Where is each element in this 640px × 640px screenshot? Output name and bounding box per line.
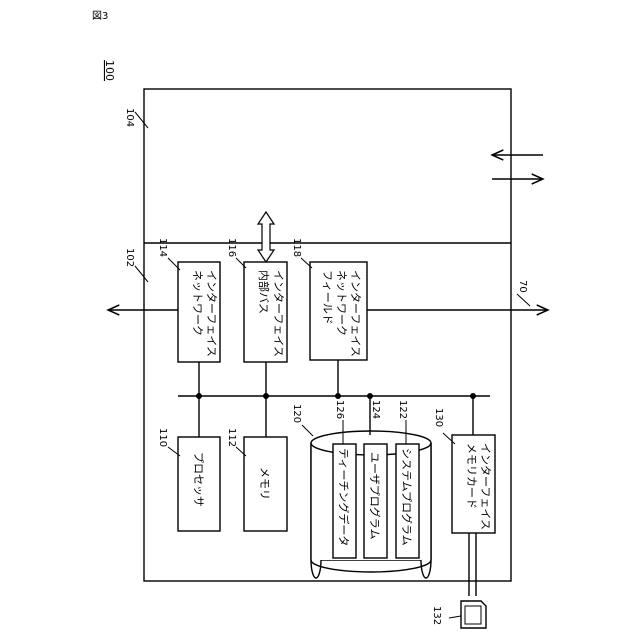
ref-130: 130 — [433, 408, 444, 427]
ref-110: 110 — [157, 428, 168, 447]
user-program-block: ユーザプログラム — [364, 444, 387, 558]
ref-132: 132 — [431, 606, 442, 625]
leader-70 — [517, 294, 530, 306]
bus-junction — [335, 393, 341, 399]
leader-102 — [135, 266, 148, 282]
ref-116: 116 — [226, 238, 237, 257]
ref-114: 114 — [157, 238, 168, 257]
system-program-block: システムプログラム — [396, 444, 419, 558]
ref-122: 122 — [397, 400, 408, 419]
memcard-if-line2: インターフェイス — [479, 443, 492, 530]
memory-block: メモリ — [244, 437, 287, 531]
memory-label: メモリ — [258, 467, 271, 500]
network-if-line2: インターフェイス — [205, 270, 218, 357]
internal-bus-double-arrow — [258, 212, 274, 262]
ref-124: 124 — [370, 400, 381, 419]
internal-bus-interface-block: 内部バス インターフェイス — [244, 262, 287, 362]
network-if-line1: ネットワーク — [191, 270, 204, 336]
ref-118: 118 — [291, 238, 302, 257]
memory-card-icon — [461, 601, 486, 628]
ref-70: 70 — [517, 280, 528, 293]
teaching-data-block: ティーチングデータ — [333, 444, 356, 558]
internal-bus-if-line1: 内部バス — [257, 270, 271, 314]
memcard-if-line1: メモリカード — [465, 443, 478, 509]
user-program-label: ユーザプログラム — [368, 452, 382, 539]
network-interface-block: ネットワーク インターフェイス — [178, 262, 220, 362]
ref-126: 126 — [334, 400, 345, 419]
teaching-data-label: ティーチングデータ — [337, 448, 351, 546]
processor-block: プロセッサ — [178, 437, 220, 531]
bus-junction — [196, 393, 202, 399]
bus-junction — [470, 393, 476, 399]
ref-120: 120 — [291, 404, 302, 423]
bus-junction — [367, 393, 373, 399]
ref-104: 104 — [124, 108, 135, 127]
system-program-label: システムプログラム — [400, 448, 414, 546]
leader-132 — [449, 616, 461, 618]
memory-card-interface-block: メモリカード インターフェイス — [452, 435, 495, 533]
fieldnet-if-line3: インターフェイス — [349, 270, 362, 357]
ref-112: 112 — [226, 428, 237, 447]
bus-junction — [263, 393, 269, 399]
device-ref-label: 100 — [103, 60, 116, 81]
ref-102: 102 — [124, 248, 135, 267]
fieldnet-if-line2: ネットワーク — [335, 270, 348, 336]
processor-label: プロセッサ — [192, 452, 205, 507]
leader-120 — [302, 425, 313, 436]
figure-label: 図3 — [92, 10, 108, 22]
internal-bus-if-line2: インターフェイス — [272, 270, 285, 357]
fieldnet-if-line1: フィールド — [321, 270, 334, 325]
field-network-interface-block: フィールド ネットワーク インターフェイス — [310, 262, 367, 360]
leader-104 — [135, 112, 148, 128]
